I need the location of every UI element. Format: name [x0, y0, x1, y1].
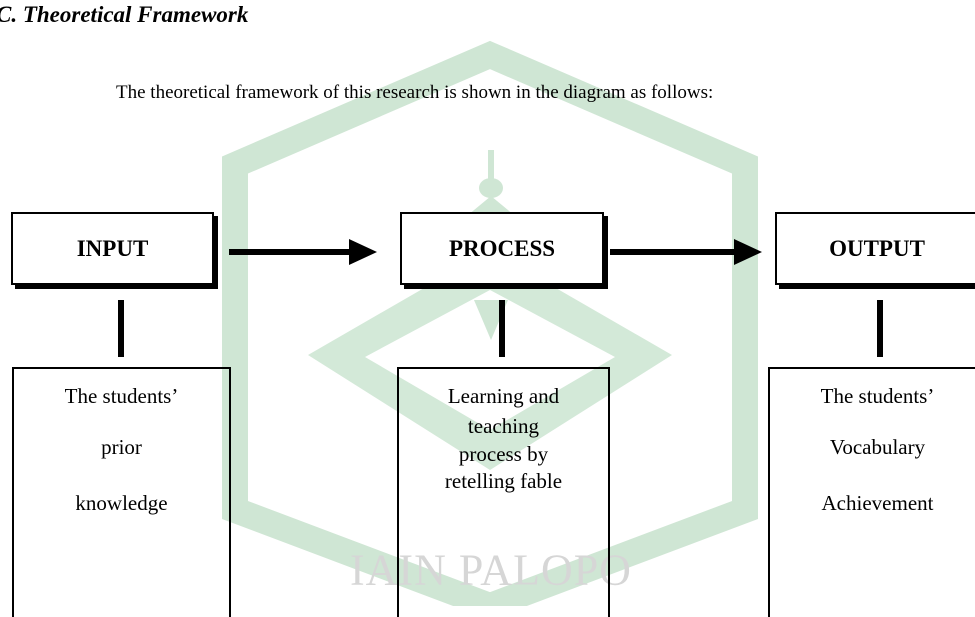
intro-paragraph: The theoretical framework of this resear…: [116, 82, 714, 103]
process-detail-line: Learning and: [447, 384, 560, 408]
input-detail-line: The students’: [64, 384, 179, 408]
input-detail-line: prior: [101, 435, 142, 459]
process-detail-box: Learning and teaching process by retelli…: [397, 367, 610, 617]
input-connector: [118, 300, 124, 357]
section-heading: C. Theoretical Framework: [0, 2, 249, 27]
arrow-process-to-output: [610, 239, 762, 265]
process-box: PROCESS: [400, 212, 604, 285]
input-box: INPUT: [11, 212, 214, 285]
output-connector: [877, 300, 883, 357]
watermark-text: IAIN PALOPO: [350, 545, 632, 595]
output-box: OUTPUT: [775, 212, 975, 285]
output-detail-box: The students’ Vocabulary Achievement: [768, 367, 975, 617]
process-connector: [499, 300, 505, 357]
input-label: INPUT: [76, 235, 149, 261]
input-detail-line: knowledge: [75, 491, 168, 515]
process-label: PROCESS: [448, 235, 556, 261]
input-detail-box: The students’ prior knowledge: [12, 367, 231, 617]
process-detail-line: teaching: [467, 414, 540, 438]
output-detail-line: The students’: [820, 384, 935, 408]
arrow-input-to-process: [229, 239, 377, 265]
output-detail-line: Vocabulary: [829, 435, 926, 459]
output-detail-line: Achievement: [821, 491, 934, 515]
process-detail-line: process by: [458, 442, 549, 466]
process-detail-line: retelling fable: [444, 469, 563, 493]
output-label: OUTPUT: [829, 235, 925, 261]
